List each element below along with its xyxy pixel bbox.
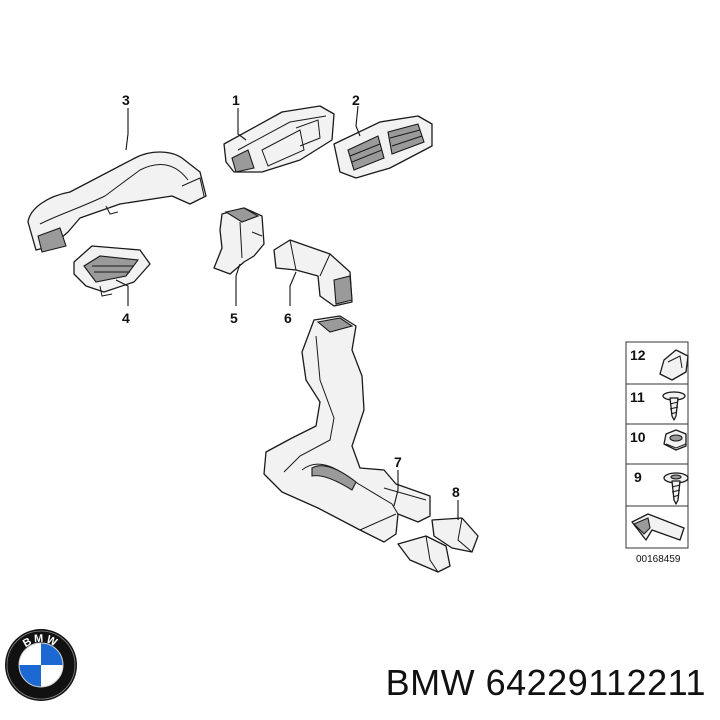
part-1-vent-housing xyxy=(223,105,335,173)
part-3-duct xyxy=(27,151,207,253)
nut-icon xyxy=(663,429,687,451)
callout-2: 2 xyxy=(352,92,360,108)
legend-number-11: 11 xyxy=(630,389,645,405)
legend-number-12: 12 xyxy=(630,347,646,363)
part-6-bent-duct xyxy=(273,239,353,307)
reference-code: 00168459 xyxy=(636,554,681,565)
clip-icon xyxy=(659,349,689,381)
part-2-vent-grille xyxy=(333,115,433,179)
part-7-floor-duct xyxy=(263,315,431,543)
legend-number-10: 10 xyxy=(630,429,646,445)
part-5-elbow-duct xyxy=(213,207,265,275)
callout-4: 4 xyxy=(122,310,130,326)
part-8-duct-tips xyxy=(397,517,479,573)
screw-icon xyxy=(662,391,686,421)
callout-1: 1 xyxy=(232,92,240,108)
svg-text:BMW: BMW xyxy=(21,633,61,650)
callout-6: 6 xyxy=(284,310,292,326)
part-4-small-vent xyxy=(73,245,151,297)
legend-number-9: 9 xyxy=(634,469,642,485)
callout-5: 5 xyxy=(230,310,238,326)
callout-3: 3 xyxy=(122,92,130,108)
callout-7: 7 xyxy=(394,454,402,470)
arrow-icon xyxy=(631,513,685,541)
bolt-icon xyxy=(663,472,689,505)
leader-lines xyxy=(115,105,459,520)
callout-8: 8 xyxy=(452,484,460,500)
part-number-caption: BMW 64229112211 xyxy=(385,662,706,703)
fastener-legend: 12 11 10 9 xyxy=(625,341,689,549)
bmw-logo: BMW xyxy=(5,629,77,701)
